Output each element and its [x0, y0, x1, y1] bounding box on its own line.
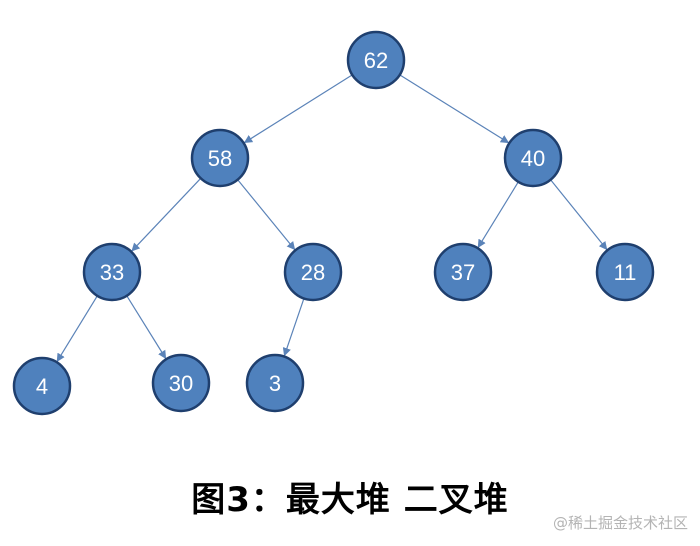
- edge-n58-n28: [237, 179, 296, 251]
- node-label: 37: [451, 260, 475, 285]
- tree-node-33: 33: [82, 242, 142, 302]
- tree-node-4: 4: [12, 356, 72, 416]
- tree-node-3: 3: [245, 353, 305, 413]
- node-label: 4: [36, 374, 48, 399]
- tree-node-37: 37: [433, 242, 493, 302]
- node-label: 28: [301, 260, 325, 285]
- edge-n40-n37: [477, 181, 519, 249]
- node-circle: [433, 242, 493, 302]
- nodes-layer: 62 58 40 33 28 37 11 4 30 3: [12, 30, 655, 416]
- edge-n58-n33: [131, 177, 202, 252]
- tree-node-58: 58: [190, 128, 250, 188]
- node-circle: [283, 242, 343, 302]
- node-circle: [151, 353, 211, 413]
- edge-n28-n3: [282, 298, 305, 357]
- edge-n33-n30: [126, 295, 167, 360]
- node-circle: [503, 128, 563, 188]
- node-label: 62: [364, 48, 388, 73]
- tree-node-30: 30: [151, 353, 211, 413]
- edge-n40-n11: [550, 179, 608, 251]
- node-circle: [12, 356, 72, 416]
- watermark-text: @稀土掘金技术社区: [552, 514, 688, 532]
- tree-node-40: 40: [503, 128, 563, 188]
- node-label: 3: [269, 371, 281, 396]
- edge-n62-n40: [399, 74, 510, 144]
- figure-caption: 图3：最大堆 二叉堆: [191, 480, 509, 520]
- node-label: 11: [614, 260, 637, 285]
- node-circle: [346, 30, 406, 90]
- tree-node-11: 11: [595, 242, 655, 302]
- tree-node-62: 62: [346, 30, 406, 90]
- node-circle: [595, 242, 655, 302]
- node-label: 33: [100, 260, 124, 285]
- edges-layer: [56, 74, 608, 363]
- node-circle: [82, 242, 142, 302]
- node-circle: [190, 128, 250, 188]
- node-label: 40: [521, 146, 545, 171]
- tree-node-28: 28: [283, 242, 343, 302]
- node-label: 30: [169, 371, 193, 396]
- node-label: 58: [208, 146, 232, 171]
- node-circle: [245, 353, 305, 413]
- edge-n62-n58: [243, 74, 353, 144]
- edge-n33-n4: [56, 295, 98, 363]
